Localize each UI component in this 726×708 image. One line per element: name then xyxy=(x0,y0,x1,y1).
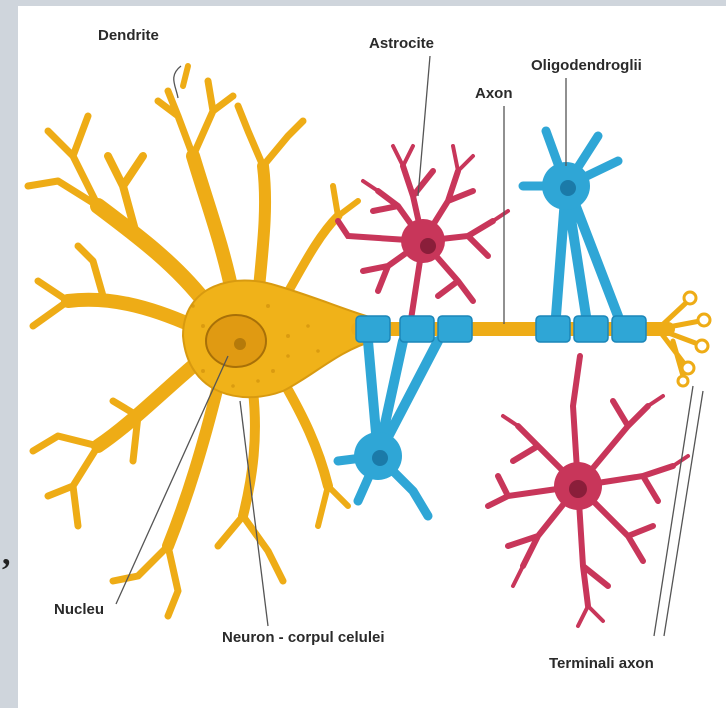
label-axon: Axon xyxy=(475,85,513,102)
nucleolus xyxy=(234,338,246,350)
oligodendrocyte-bottom-core xyxy=(372,450,388,466)
label-nucleu: Nucleu xyxy=(54,601,104,618)
oligodendrocyte-bottom xyxy=(338,341,438,516)
oligodendrocyte-top-core xyxy=(560,180,576,196)
side-mark: , xyxy=(2,535,11,573)
oligodendrocyte-top xyxy=(523,131,618,316)
label-dendrite: Dendrite xyxy=(98,27,159,44)
astrocyte-top-core xyxy=(420,238,436,254)
label-astrocite: Astrocite xyxy=(369,35,434,52)
diagram-frame: Dendrite Astrocite Oligodendroglii Axon … xyxy=(18,6,726,708)
label-oligodendroglii: Oligodendroglii xyxy=(531,57,642,74)
astrocyte-bottom-core xyxy=(569,480,587,498)
label-neuron-body: Neuron - corpul celulei xyxy=(222,629,385,646)
neuron-diagram: Dendrite Astrocite Oligodendroglii Axon … xyxy=(18,6,726,708)
label-terminali-axon: Terminali axon xyxy=(549,655,654,672)
